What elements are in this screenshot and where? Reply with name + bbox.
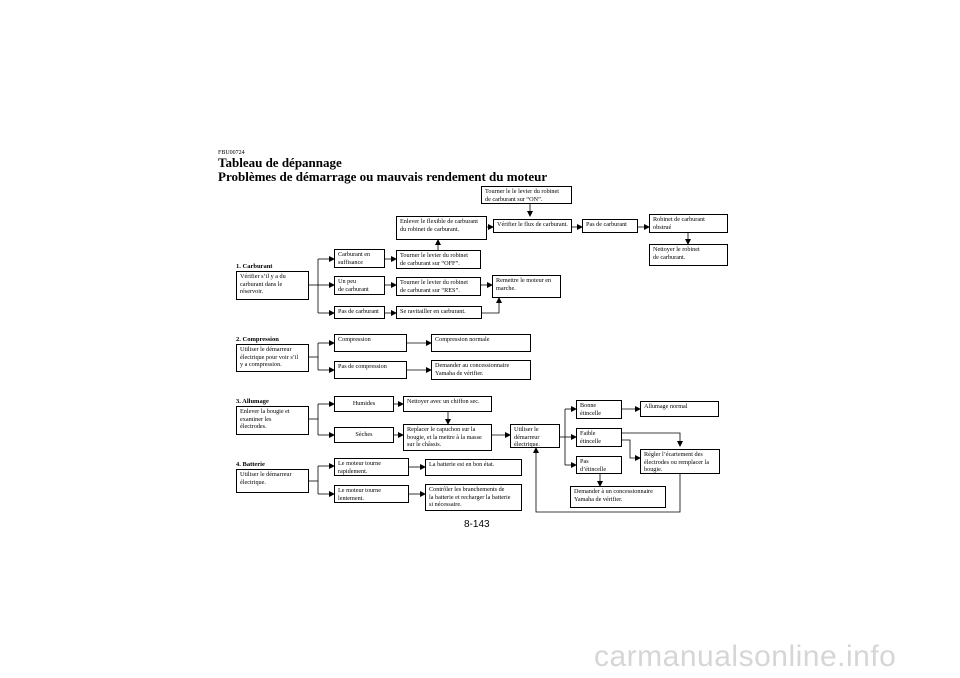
box-check-battery: Contrôler les branchements de la batteri… [425, 484, 522, 511]
box-check-fuel-tank: Vérifier s’il y a du carburant dans le r… [236, 271, 309, 300]
box-adjust-spark-plug: Régler l’écartement des électrodes ou re… [640, 449, 720, 474]
section-label-battery: 4. Batterie [236, 461, 265, 468]
page-title: Tableau de dépannage [218, 155, 342, 170]
box-valve-on: Tourner le le levier du robinet de carbu… [481, 186, 572, 204]
box-no-compression: Pas de compression [334, 361, 407, 379]
box-clean-valve: Nettoyer le robinet de carburant. [649, 244, 728, 266]
page-subtitle: Problèmes de démarrage ou mauvais rendem… [218, 169, 548, 184]
box-wet: Humides [334, 396, 394, 412]
box-enough-fuel: Carburant en suffisance [334, 249, 385, 268]
box-wipe-dry: Nettoyer avec un chiffon sec. [403, 396, 492, 412]
box-compression-normal: Compression normale [431, 334, 531, 352]
box-compression: Compression [334, 334, 407, 352]
section-label-fuel: 1. Carburant [236, 263, 273, 270]
box-valve-res: Tourner le levier du robinet de carburan… [396, 277, 481, 296]
box-weak-spark: Faible étincelle [576, 428, 622, 447]
section-label-ignition: 3. Allumage [236, 398, 269, 405]
box-battery-ok: La batterie est en bon état. [425, 459, 522, 476]
page-number: 8-143 [464, 519, 490, 530]
box-dry: Sèches [334, 427, 394, 443]
document-code: FBU00724 [218, 150, 245, 156]
box-engine-slow: Le moteur tourne lentement. [334, 485, 409, 503]
section-label-compression: 2. Compression [236, 336, 279, 343]
box-no-fuel-flow: Pas de carburant [582, 219, 638, 233]
box-restart-engine: Remettre le moteur en marche. [492, 275, 561, 298]
box-remove-fuel-hose: Enlever le flexible de carburant du robi… [396, 216, 487, 240]
box-valve-clogged: Robinet de carburant obstrué [649, 214, 728, 233]
box-use-starter-ignition: Utiliser le démarreur électrique. [510, 424, 560, 448]
box-valve-off: Tourner le levier du robinet de carburan… [396, 250, 481, 269]
box-no-spark: Pas d’étincelle [576, 456, 622, 474]
box-ground-spark-plug: Replacer le capuchon sur la bougie, et l… [403, 424, 492, 451]
box-little-fuel: Un peu de carburant [334, 276, 385, 295]
box-good-spark: Bonne étincelle [576, 400, 622, 419]
box-ignition-normal: Allumage normal [640, 401, 719, 417]
watermark: carmanualsonline.info [594, 640, 897, 673]
box-engine-fast: Le moteur tourne rapidement. [334, 458, 409, 476]
box-ask-dealer-compression: Demander au concessionnaire Yamaha de vé… [431, 360, 531, 380]
box-no-fuel: Pas de carburant [334, 306, 385, 319]
box-refuel: Se ravitailler en carburant. [396, 306, 482, 319]
box-use-starter-battery: Utiliser le démarreur électrique. [236, 469, 309, 493]
box-check-compression: Utiliser le démarreur électrique pour vo… [236, 344, 309, 372]
box-remove-spark-plug: Enlever la bougie et examiner les électr… [236, 406, 309, 435]
box-check-fuel-flow: Vérifier le flux de carburant. [493, 219, 572, 233]
box-ask-dealer-ignition: Demander à un concessionnaire Yamaha de … [570, 486, 666, 508]
